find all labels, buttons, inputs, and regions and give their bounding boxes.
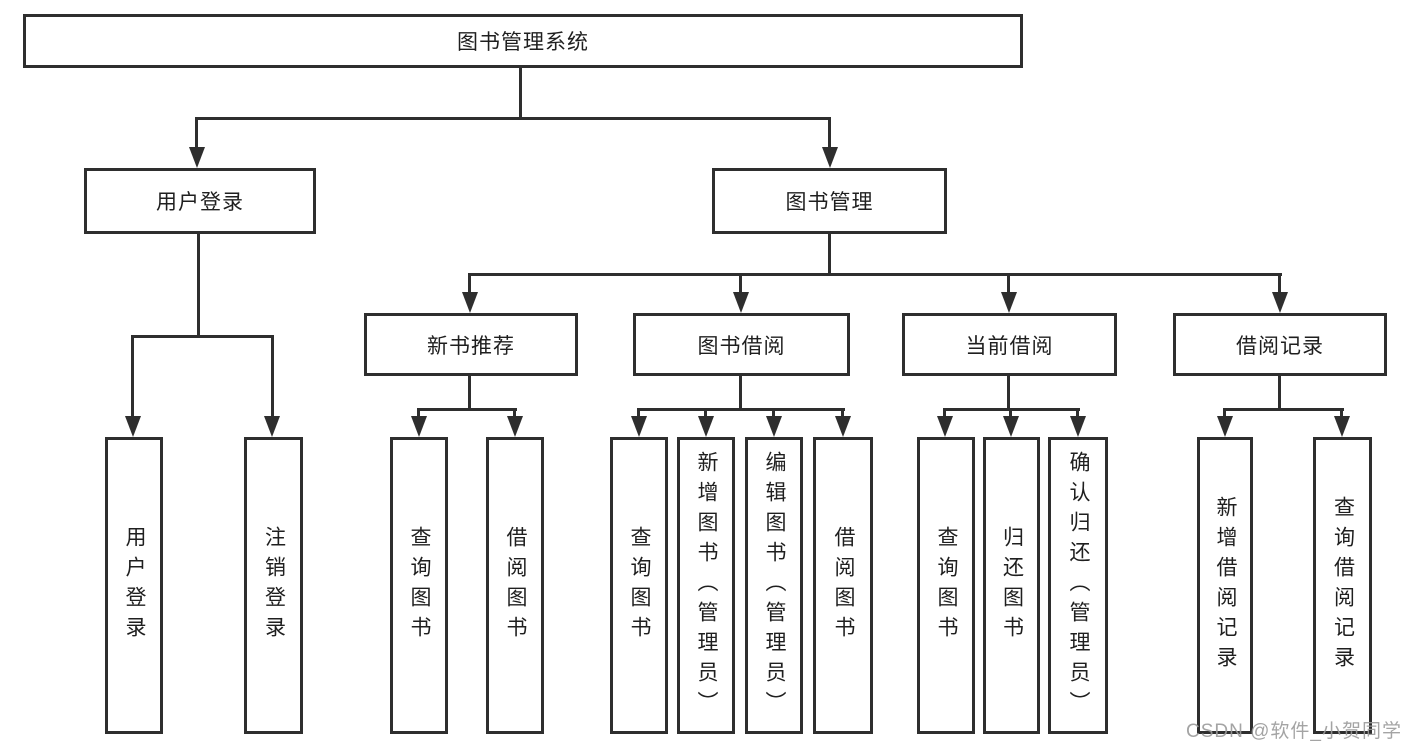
connector-line bbox=[772, 408, 775, 422]
connector-line bbox=[131, 335, 134, 420]
arrow-down-icon bbox=[733, 292, 749, 313]
arrow-down-icon bbox=[835, 416, 851, 437]
arrow-down-icon bbox=[1070, 416, 1086, 437]
node-user-login: 用户登录 bbox=[84, 168, 316, 234]
connector-line bbox=[417, 408, 517, 411]
node-book-borrowing: 图书借阅 bbox=[633, 313, 850, 376]
connector-line bbox=[195, 117, 831, 120]
node-borrow-book-1: 借阅图书 bbox=[486, 437, 544, 734]
arrow-down-icon bbox=[766, 416, 782, 437]
connector-line bbox=[637, 408, 640, 422]
connector-line bbox=[1278, 273, 1281, 297]
connector-line bbox=[468, 273, 1282, 276]
connector-line bbox=[704, 408, 707, 422]
node-query-book-3: 查询图书 bbox=[917, 437, 975, 734]
node-add-borrow-record: 新增借阅记录 bbox=[1197, 437, 1253, 734]
node-query-book-2: 查询图书 bbox=[610, 437, 668, 734]
node-current-borrowing: 当前借阅 bbox=[902, 313, 1117, 376]
arrow-down-icon bbox=[1334, 416, 1350, 437]
arrow-down-icon bbox=[189, 147, 205, 168]
connector-line bbox=[468, 273, 471, 297]
connector-line bbox=[417, 408, 420, 422]
connector-line bbox=[519, 68, 522, 120]
node-borrow-book-2: 借阅图书 bbox=[813, 437, 873, 734]
node-return-book: 归还图书 bbox=[983, 437, 1040, 734]
connector-line bbox=[1007, 376, 1010, 411]
connector-line bbox=[828, 234, 831, 276]
connector-line bbox=[637, 408, 845, 411]
node-root: 图书管理系统 bbox=[23, 14, 1023, 68]
arrow-down-icon bbox=[822, 147, 838, 168]
arrow-down-icon bbox=[1001, 292, 1017, 313]
connector-line bbox=[197, 234, 200, 338]
connector-line bbox=[1340, 408, 1343, 422]
connector-line bbox=[739, 273, 742, 297]
connector-line bbox=[1223, 408, 1344, 411]
arrow-down-icon bbox=[1003, 416, 1019, 437]
node-logout-leaf: 注销登录 bbox=[244, 437, 303, 734]
connector-line bbox=[1223, 408, 1226, 422]
connector-line bbox=[195, 117, 198, 150]
arrow-down-icon bbox=[125, 416, 141, 437]
node-edit-book-admin: 编辑图书（管理员） bbox=[745, 437, 803, 734]
connector-line bbox=[828, 117, 831, 150]
arrow-down-icon bbox=[1217, 416, 1233, 437]
connector-line bbox=[1278, 376, 1281, 411]
connector-line bbox=[513, 408, 516, 422]
connector-line bbox=[1009, 408, 1012, 422]
connector-line bbox=[739, 376, 742, 411]
arrow-down-icon bbox=[698, 416, 714, 437]
connector-line bbox=[468, 376, 471, 411]
connector-line bbox=[841, 408, 844, 422]
csdn-watermark: CSDN @软件_小贺同学 bbox=[1186, 721, 1402, 742]
arrow-down-icon bbox=[264, 416, 280, 437]
arrow-down-icon bbox=[507, 416, 523, 437]
node-query-book-1: 查询图书 bbox=[390, 437, 448, 734]
node-confirm-return-admin: 确认归还（管理员） bbox=[1048, 437, 1108, 734]
connector-line bbox=[943, 408, 946, 422]
node-new-book-recommendation: 新书推荐 bbox=[364, 313, 578, 376]
node-user-login-leaf: 用户登录 bbox=[105, 437, 163, 734]
connector-line bbox=[1007, 273, 1010, 297]
arrow-down-icon bbox=[411, 416, 427, 437]
arrow-down-icon bbox=[1272, 292, 1288, 313]
node-borrowing-records: 借阅记录 bbox=[1173, 313, 1387, 376]
connector-line bbox=[271, 335, 274, 420]
arrow-down-icon bbox=[631, 416, 647, 437]
arrow-down-icon bbox=[462, 292, 478, 313]
connector-line bbox=[1076, 408, 1079, 422]
connector-line bbox=[131, 335, 274, 338]
node-book-management: 图书管理 bbox=[712, 168, 947, 234]
arrow-down-icon bbox=[937, 416, 953, 437]
node-add-book-admin: 新增图书（管理员） bbox=[677, 437, 735, 734]
node-query-borrow-record: 查询借阅记录 bbox=[1313, 437, 1372, 734]
